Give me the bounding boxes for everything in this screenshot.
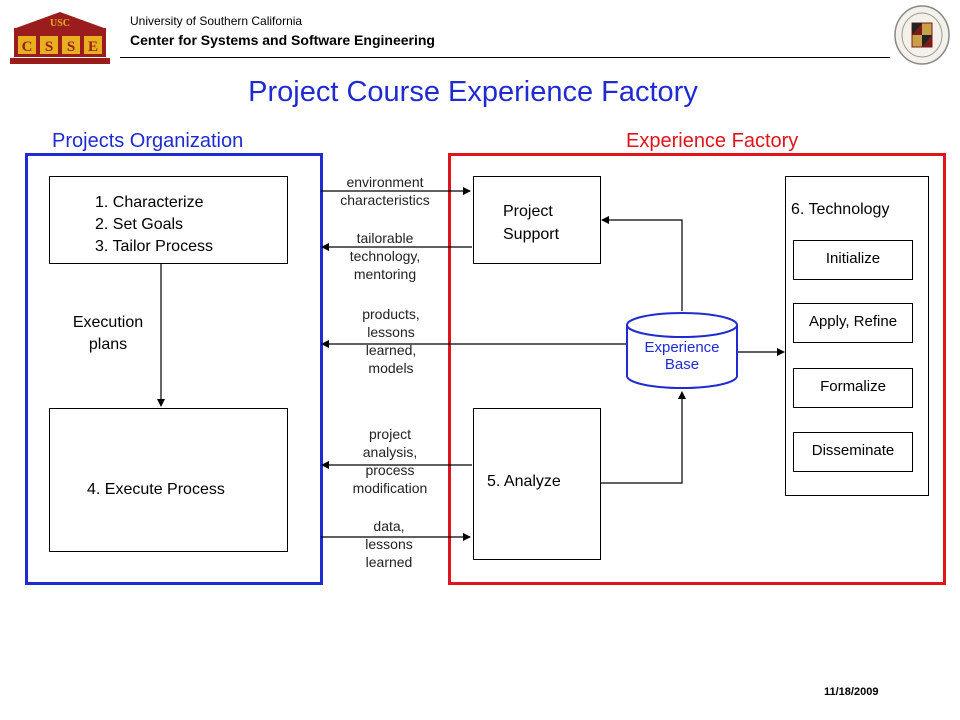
flow-analysis-line-4: modification [352, 480, 428, 496]
header-divider [120, 57, 890, 58]
logo-letter: S [67, 39, 75, 55]
flow-data-line-2: lessons [365, 536, 413, 552]
projects-organization-label: Projects Organization [52, 130, 244, 152]
page-title: Project Course Experience Factory [248, 76, 698, 108]
technology-initialize: Initialize [793, 240, 913, 280]
execution-plans-line-2: plans [88, 336, 128, 353]
flow-project-analysis-label: project analysis, process modification [325, 425, 455, 497]
flow-products-line-2: lessons [367, 324, 415, 340]
experience-base-line-1: Experience [644, 339, 720, 356]
flow-environment-line-1: environment [346, 174, 424, 190]
project-support-line-1: Project [503, 203, 553, 220]
experience-base-line-2: Base [664, 356, 700, 373]
flow-tailorable-line-2: technology, [349, 248, 421, 264]
flow-data-line-3: learned [365, 554, 413, 570]
flow-data-label: data, lessons learned [324, 517, 454, 571]
flow-tailorable-line-3: mentoring [353, 266, 417, 282]
planning-steps: 1. Characterize 2. Set Goals 3. Tailor P… [95, 192, 213, 258]
project-support-box [473, 176, 601, 264]
flow-environment-label: environment characteristics [320, 173, 450, 209]
flow-data-line-1: data, [373, 518, 405, 534]
experience-base-label: Experience Base [627, 339, 737, 373]
characterize-box [49, 176, 288, 264]
project-support-line-2: Support [503, 226, 560, 243]
project-support-label: Project Support [503, 200, 559, 246]
experience-factory-frame [448, 153, 946, 585]
flow-analysis-line-3: process [365, 462, 415, 478]
step-set-goals: 2. Set Goals [95, 216, 184, 233]
flow-environment-line-2: characteristics [340, 192, 430, 208]
analyze-box [473, 408, 601, 560]
flow-analysis-line-2: analysis, [362, 444, 418, 460]
execution-plans-label: Execution plans [58, 312, 158, 356]
flow-tailorable-line-1: tailorable [356, 230, 414, 246]
arrow-analyze-to-base [600, 391, 686, 484]
execute-process-label: 4. Execute Process [87, 481, 225, 498]
technology-disseminate: Disseminate [793, 432, 913, 472]
experience-base-cylinder [626, 312, 738, 389]
arrow-base-to-support [601, 216, 683, 311]
execution-plans-line-1: Execution [72, 314, 144, 331]
flow-products-line-3: learned, [365, 342, 417, 358]
step-tailor-process: 3. Tailor Process [95, 238, 213, 255]
center-name: Center for Systems and Software Engineer… [130, 32, 435, 48]
step-characterize: 1. Characterize [95, 194, 204, 211]
flow-products-line-1: products, [362, 306, 420, 322]
logo-banner-text: USC [50, 18, 70, 29]
logo-letter: E [88, 39, 98, 55]
flow-tailorable-label: tailorable technology, mentoring [320, 229, 450, 283]
technology-formalize: Formalize [793, 368, 913, 408]
university-name: University of Southern California [130, 14, 303, 28]
footer-date: 11/18/2009 [824, 686, 879, 698]
flow-products-line-4: models [368, 360, 414, 376]
analyze-label: 5. Analyze [487, 473, 561, 490]
experience-factory-label: Experience Factory [626, 130, 799, 152]
flow-analysis-line-1: project [368, 426, 412, 442]
projects-organization-frame [25, 153, 323, 585]
execute-process-box [49, 408, 288, 552]
flow-products-label: products, lessons learned, models [326, 305, 456, 377]
technology-title: 6. Technology [791, 201, 890, 218]
technology-apply-refine: Apply, Refine [793, 303, 913, 343]
logo-letter: C [22, 39, 33, 55]
university-seal-icon [893, 4, 951, 66]
logo-letter: S [45, 39, 53, 55]
